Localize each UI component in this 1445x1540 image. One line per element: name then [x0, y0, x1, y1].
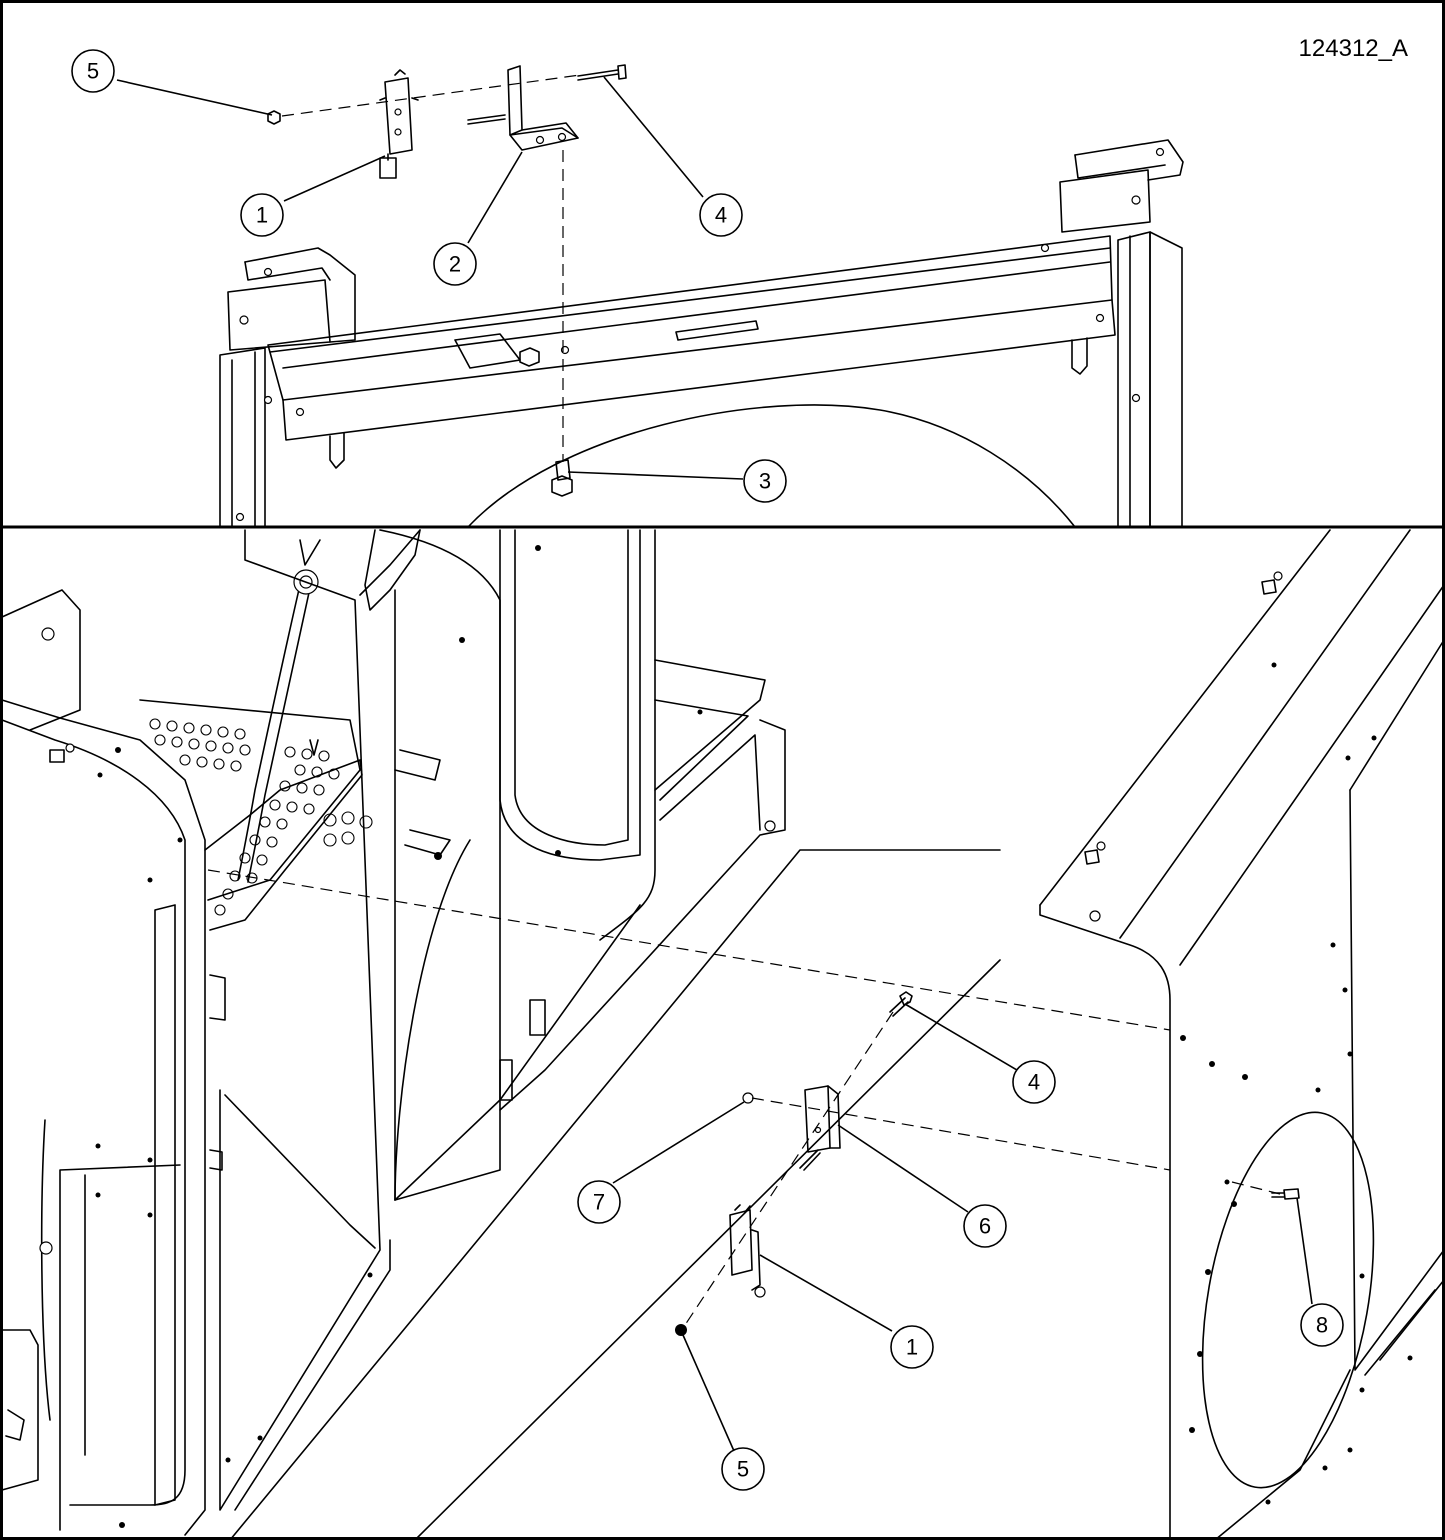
callout-label: 5 [737, 1457, 749, 1482]
base-frame [229, 659, 1001, 1540]
callout-balloon-lower-7: 7 [577, 1180, 621, 1224]
part-3-bolt [551, 459, 573, 497]
part-5-nut [267, 110, 281, 125]
callout-label: 2 [449, 252, 461, 277]
callout-label: 8 [1316, 1313, 1328, 1338]
part-8-screw [1271, 1188, 1300, 1200]
cross-bar [267, 235, 1116, 469]
centerline-lower-2 [751, 1097, 1171, 1171]
part-1-latch [379, 69, 419, 179]
callout-balloon-lower-6: 6 [963, 1204, 1007, 1248]
callout-label: 4 [1028, 1070, 1040, 1095]
centerline-lower-4 [1231, 1181, 1281, 1195]
callout-label: 5 [87, 59, 99, 84]
callout-balloon-upper-3: 3 [743, 459, 787, 503]
callout-balloon-lower-8: 8 [1300, 1303, 1344, 1347]
centre-panel [209, 529, 421, 1511]
part-1-latch-lower [729, 1204, 766, 1298]
callout-balloon-upper-2: 2 [433, 242, 477, 286]
part-6-bracket [799, 1085, 841, 1171]
cable [237, 584, 301, 881]
callout-label: 1 [256, 203, 268, 228]
part-2-bracket [467, 65, 579, 151]
callout-label: 1 [906, 1335, 918, 1360]
part-5-nut-lower [675, 1324, 687, 1336]
callout-label: 6 [979, 1214, 991, 1239]
callout-balloon-lower-4: 4 [1012, 1060, 1056, 1104]
lower-view [1, 529, 1445, 1540]
right-tab [1059, 139, 1184, 233]
centerline-lower-1 [207, 869, 1171, 1031]
callout-label: 3 [759, 469, 771, 494]
left-tab [227, 247, 356, 351]
right-housing [1039, 529, 1445, 1540]
part-4-screw [577, 64, 627, 81]
part-7-nut [742, 1092, 754, 1104]
upper-view [219, 64, 1184, 528]
centerline-lower-3 [682, 1011, 894, 1329]
centerline-upper-horizontal [281, 74, 581, 117]
callout-balloon-lower-1: 1 [890, 1325, 934, 1369]
housing-inner-wall [379, 529, 501, 1201]
callout-label: 7 [593, 1190, 605, 1215]
callout-label: 4 [715, 203, 727, 228]
left-unit [1, 589, 206, 1536]
callout-balloon-upper-1: 1 [240, 193, 284, 237]
callout-balloon-upper-5: 5 [71, 49, 115, 93]
callout-balloon-lower-5: 5 [721, 1447, 765, 1491]
callout-balloon-upper-4: 4 [699, 193, 743, 237]
perforated-panel [139, 699, 373, 931]
right-post [1117, 231, 1183, 528]
drawing-id: 124312_A [1299, 35, 1408, 62]
left-post [219, 347, 273, 528]
tall-column [459, 529, 656, 941]
leader-lines [116, 76, 1313, 1452]
